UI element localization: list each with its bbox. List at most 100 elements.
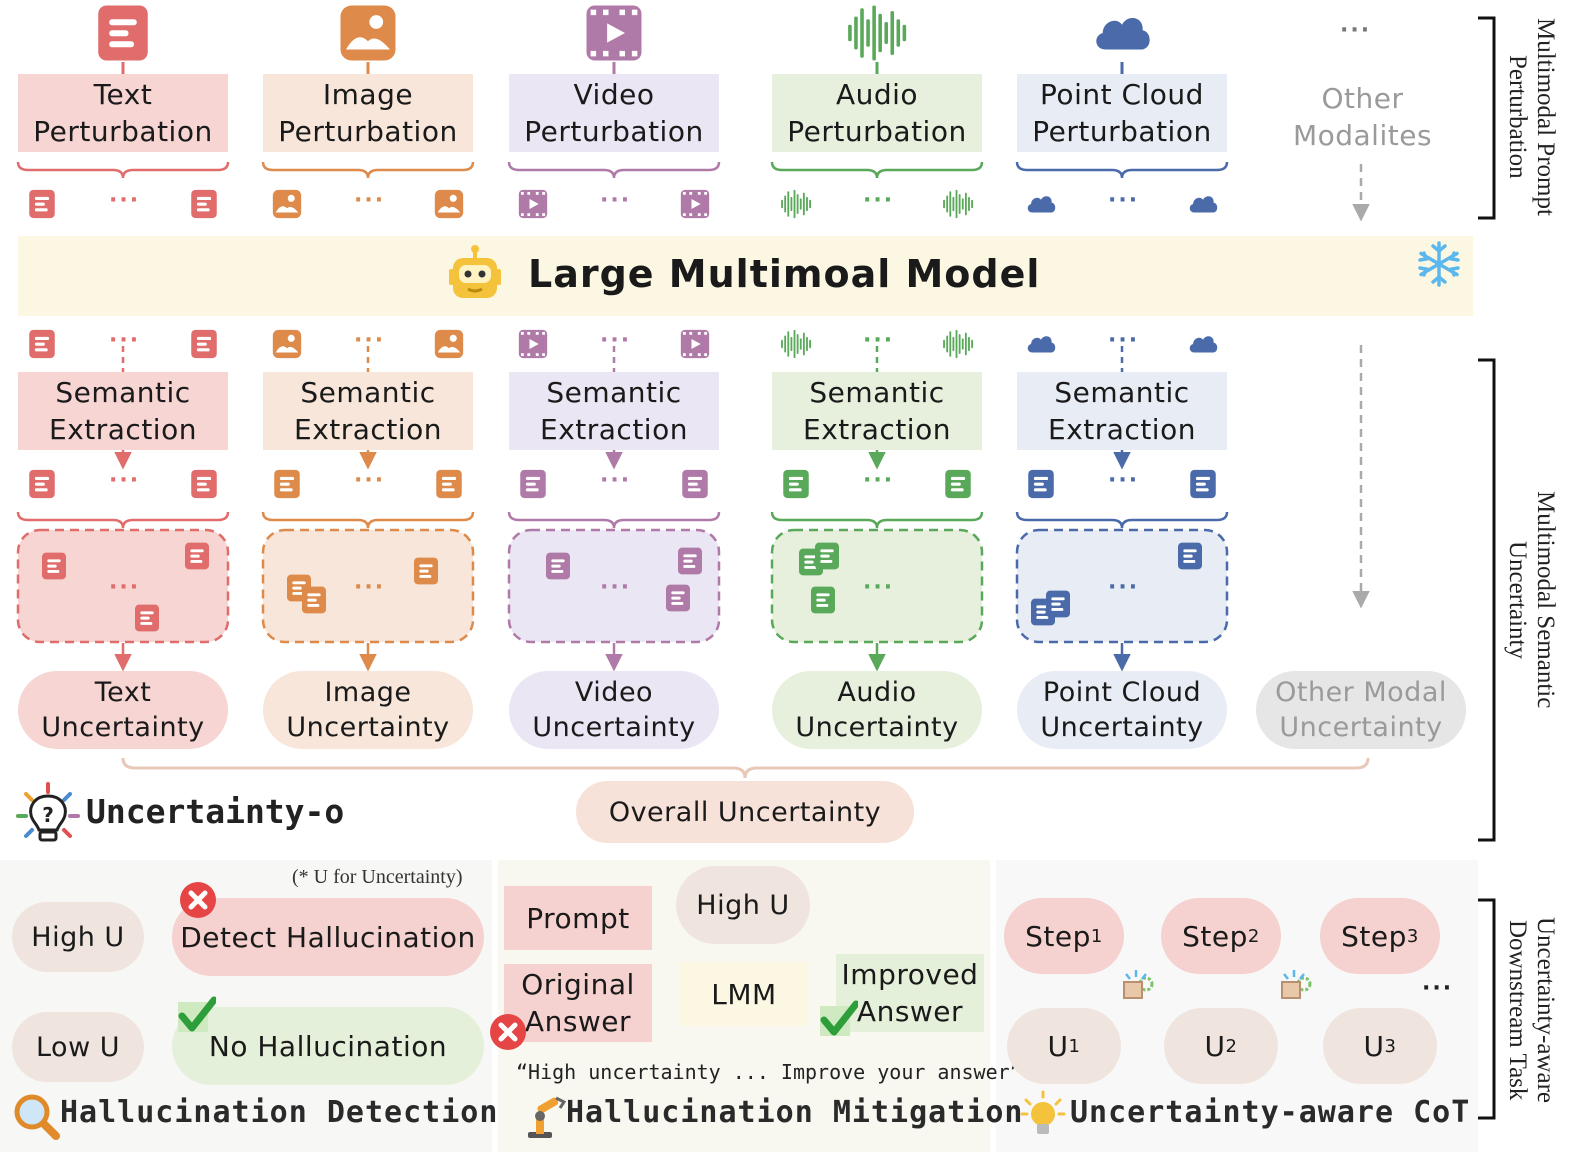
snowflake-icon	[1415, 240, 1463, 288]
pointcloud-semantic-doc-first	[1024, 467, 1058, 501]
detection-low-u: Low U	[12, 1012, 144, 1082]
image-semantic-extraction-box: Semantic Extraction	[263, 372, 473, 450]
model-title: Large Multimoal Model	[528, 252, 1041, 296]
no-hallucination: No Hallucination	[172, 1007, 484, 1085]
text-cluster-doc-2	[131, 602, 163, 634]
text-output-dots: ···	[109, 328, 141, 353]
image-cluster-doc-2	[410, 555, 442, 587]
magnifier-icon	[12, 1092, 62, 1142]
audio-cluster-doc-1	[811, 540, 843, 572]
audio-cluster-dots: ···	[863, 575, 895, 600]
checkmark-icon	[176, 996, 218, 1036]
mitigation-prompt: Prompt	[504, 886, 652, 950]
text-semantic-doc-last	[187, 467, 221, 501]
improved-answer-check-icon	[818, 1000, 860, 1040]
side-label-semantic-uncertainty: Multimodal Semantic Uncertainty	[1504, 491, 1559, 709]
text-modality-icon	[90, 0, 156, 66]
audio-output-first	[779, 327, 813, 361]
pointcloud-cluster-dots: ···	[1108, 575, 1140, 600]
pointcloud-output-dots: ···	[1108, 328, 1140, 353]
text-cluster-doc-0	[38, 550, 70, 582]
audio-cluster-doc-2	[807, 584, 839, 616]
image-modality-icon	[335, 0, 401, 66]
mitigation-high-u: High U	[676, 866, 810, 944]
pointcloud-semantic-doc-last	[1186, 467, 1220, 501]
video-cluster-dots: ···	[600, 575, 632, 600]
video-cluster-doc-1	[674, 545, 706, 577]
image-output-last	[432, 327, 466, 361]
video-output-dots: ···	[600, 328, 632, 353]
video-perturbed-dots: ···	[600, 188, 632, 213]
image-perturbation-box: Image Perturbation	[263, 74, 473, 152]
logo-text: Uncertainty-o	[86, 792, 345, 831]
error-x-icon	[178, 880, 218, 920]
lightbulb-question-icon: ?	[14, 780, 82, 848]
audio-perturbed-dots: ···	[863, 188, 895, 213]
text-cluster-dots: ···	[109, 575, 141, 600]
audio-uncertainty-pill: Audio Uncertainty	[772, 671, 982, 749]
text-uncertainty-pill: Text Uncertainty	[18, 671, 228, 749]
text-cluster-doc-1	[181, 540, 213, 572]
audio-output-last	[941, 327, 975, 361]
mitigation-original-answer: Original Answer	[504, 964, 652, 1042]
audio-semantic-doc-last	[941, 467, 975, 501]
video-cluster-doc-2	[662, 582, 694, 614]
text-semantic-extraction-box: Semantic Extraction	[18, 372, 228, 450]
video-uncertainty-pill: Video Uncertainty	[509, 671, 719, 749]
pointcloud-output-last	[1186, 327, 1220, 361]
feedback-gear-icon-1	[1116, 966, 1156, 1006]
model-bar	[18, 236, 1473, 316]
audio-semantic-doc-first	[779, 467, 813, 501]
cot-dots: ···	[1422, 976, 1454, 1001]
video-semantic-dots: ···	[600, 468, 632, 493]
video-semantic-extraction-box: Semantic Extraction	[509, 372, 719, 450]
original-answer-error-icon	[488, 1012, 528, 1052]
pointcloud-perturbed-dots: ···	[1108, 188, 1140, 213]
robot-arm-icon	[522, 1094, 568, 1140]
pointcloud-cluster-doc-0	[1174, 540, 1206, 572]
text-perturbed-dots: ···	[109, 188, 141, 213]
image-semantic-doc-first	[270, 467, 304, 501]
lightbulb-icon	[1020, 1090, 1066, 1140]
text-semantic-dots: ···	[109, 468, 141, 493]
image-output-dots: ···	[354, 328, 386, 353]
pointcloud-semantic-dots: ···	[1108, 468, 1140, 493]
uncertainty-note: (* U for Uncertainty)	[292, 866, 463, 888]
image-cluster-doc-1	[298, 584, 330, 616]
text-perturbation-box: Text Perturbation	[18, 74, 228, 152]
video-perturbed-sample-first	[516, 187, 550, 221]
video-semantic-doc-last	[678, 467, 712, 501]
mitigation-improved-answer: Improved Answer	[836, 954, 984, 1032]
pointcloud-cluster-doc-2	[1042, 588, 1074, 620]
video-modality-icon	[581, 0, 647, 66]
video-perturbed-sample-last	[678, 187, 712, 221]
video-output-first	[516, 327, 550, 361]
detection-high-u: High U	[12, 902, 144, 972]
image-perturbed-dots: ···	[354, 188, 386, 213]
detect-hallucination: Detect Hallucination	[172, 898, 484, 976]
pointcloud-uncertainty-pill: Point Cloud Uncertainty	[1017, 671, 1227, 749]
pointcloud-perturbed-sample-last	[1186, 187, 1220, 221]
mitigation-quote: “High uncertainty ... Improve your answe…	[516, 1060, 1022, 1084]
audio-semantic-dots: ···	[863, 468, 895, 493]
side-label-perturbation: Multimodal Prompt Perturbation	[1504, 18, 1559, 216]
audio-perturbation-box: Audio Perturbation	[772, 74, 982, 152]
pointcloud-perturbed-sample-first	[1024, 187, 1058, 221]
image-cluster-dots: ···	[354, 575, 386, 600]
text-perturbed-sample-last	[187, 187, 221, 221]
other-modalities-label: Other Modalites	[1292, 82, 1433, 152]
caption-uncertainty-cot: Uncertainty-aware CoT	[1070, 1095, 1471, 1130]
audio-modality-icon	[844, 0, 910, 66]
pointcloud-modality-icon	[1089, 0, 1155, 66]
video-perturbation-box: Video Perturbation	[509, 74, 719, 152]
svg-text:?: ?	[42, 803, 54, 827]
robot-icon	[443, 243, 507, 307]
image-semantic-dots: ···	[354, 468, 386, 493]
overall-uncertainty: Overall Uncertainty	[576, 781, 914, 843]
caption-hallucination-detection: Hallucination Detection	[60, 1095, 499, 1130]
audio-output-dots: ···	[863, 328, 895, 353]
other-modal-uncertainty: Other Modal Uncertainty	[1256, 671, 1466, 749]
